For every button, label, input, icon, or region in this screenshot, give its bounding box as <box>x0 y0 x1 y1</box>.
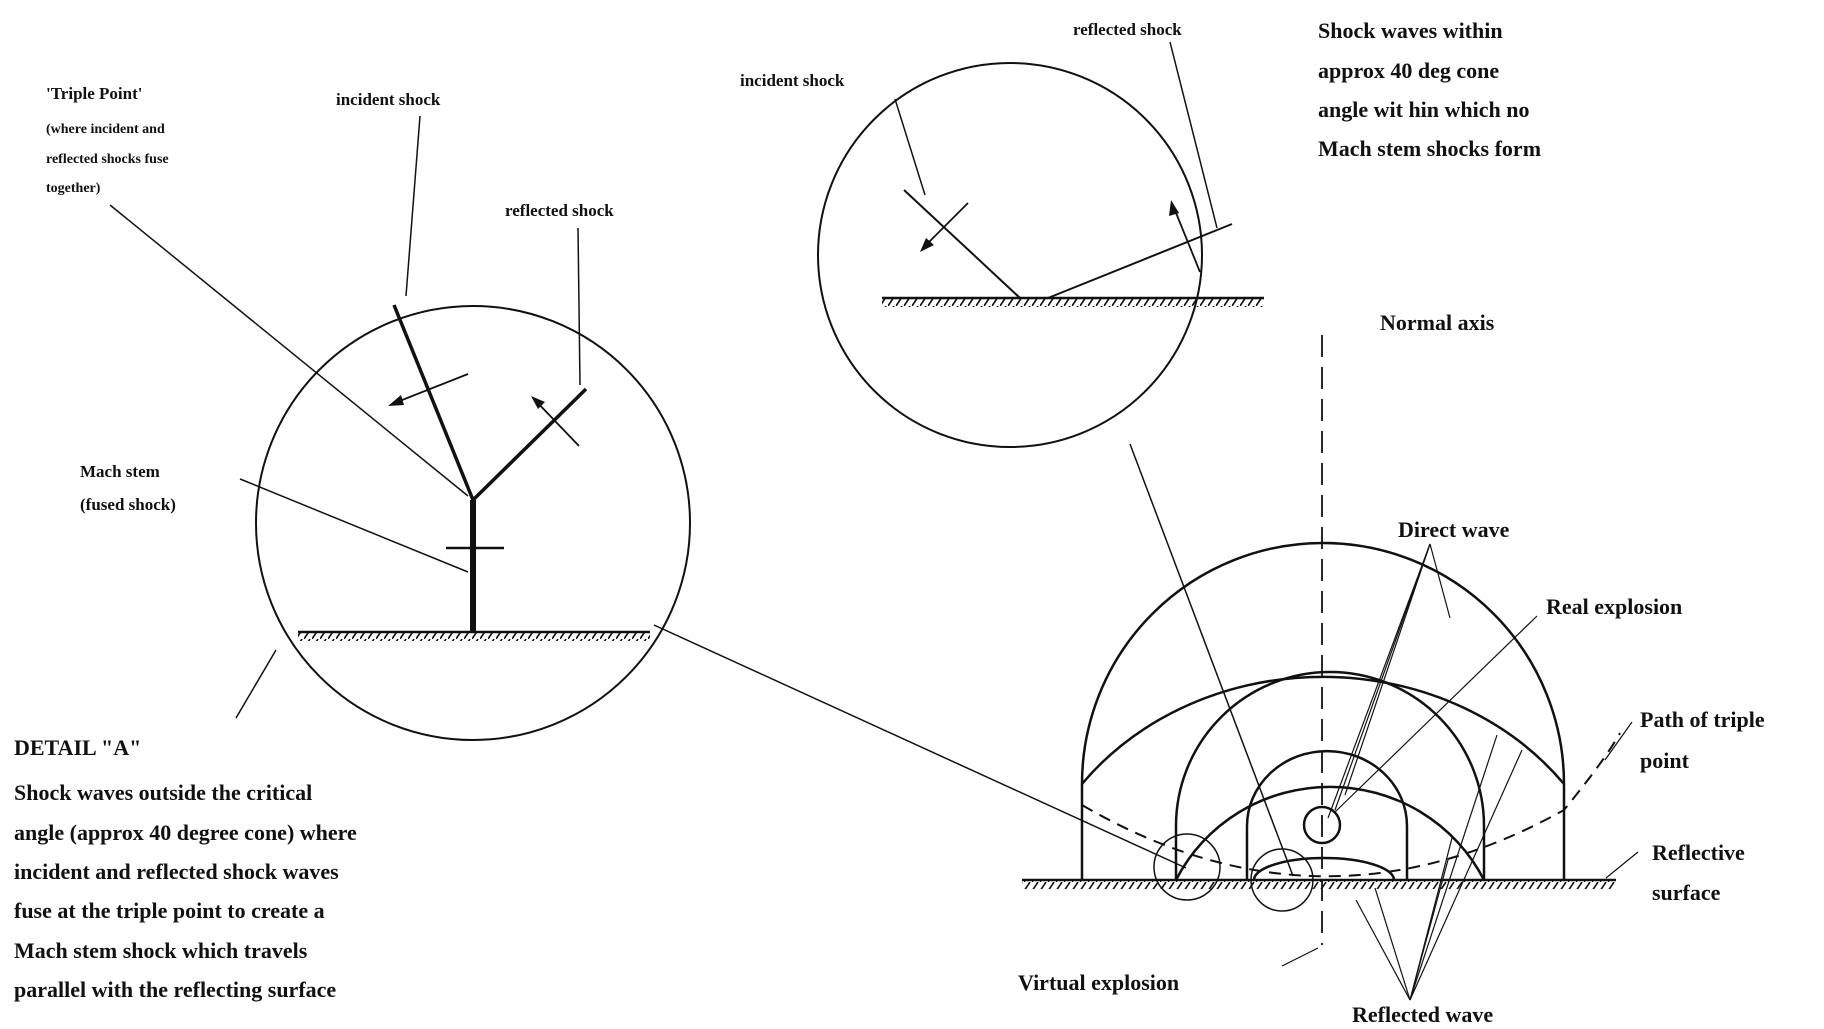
reflective-surface-hatch <box>1022 880 1616 889</box>
detail-a-text-3: incident and reflected shock waves <box>14 859 339 884</box>
reflected-wave-middle <box>1174 785 1486 881</box>
direct-wave-outer <box>1080 541 1566 880</box>
incident-shock-line <box>392 304 475 501</box>
leader-direct-wave-3 <box>1327 543 1431 819</box>
direct-wave-inner <box>1245 749 1409 880</box>
leader-mach-stem <box>239 478 469 573</box>
detail-a-text-2: angle (approx 40 degree cone) where <box>14 820 357 845</box>
detail-b-reflected-shock <box>1047 223 1233 299</box>
leader-direct-wave-apex <box>1429 543 1451 619</box>
incident-direction-arrow <box>391 373 469 405</box>
incident-arrowhead <box>388 395 404 406</box>
reflected-shock-line <box>471 387 588 502</box>
leader-real-explosion <box>1334 615 1538 813</box>
leader-direct-wave-1 <box>1344 543 1431 796</box>
detail-a-group: 'Triple Point' (where incident and refle… <box>14 84 1187 1002</box>
detail-b-reflected-arrowhead <box>1169 200 1179 216</box>
detail-b-incident-arrow <box>922 202 969 249</box>
incident-shock-label-b: incident shock <box>740 71 845 90</box>
leader-triple-path <box>1604 721 1633 761</box>
detail-b-incident-shock <box>903 189 1021 299</box>
leader-direct-wave-2 <box>1334 543 1431 811</box>
real-explosion-label: Real explosion <box>1546 594 1682 619</box>
reflected-shock-label-b: reflected shock <box>1073 20 1182 39</box>
detail-b-circle <box>817 62 1203 448</box>
leader-detail-a-to-main <box>653 624 1187 869</box>
fused-shock-label: (fused shock) <box>80 495 176 514</box>
leader-detail-b-to-main <box>1129 443 1294 877</box>
leader-reflected-wave-2 <box>1374 887 1411 1001</box>
leader-reflected-wave-6 <box>1409 749 1523 1001</box>
detail-a-ground-hatch <box>298 632 650 641</box>
leader-b-reflected <box>1169 41 1218 229</box>
triple-point-note-3: together) <box>46 181 101 196</box>
main-blast-group: Normal axis Direct wave Real explosion P… <box>1018 310 1765 1027</box>
real-explosion-point <box>1302 805 1342 845</box>
direct-wave-label: Direct wave <box>1398 517 1510 542</box>
detail-a-text-5: Mach stem shock which travels <box>14 938 308 963</box>
detail-b-text-1: Shock waves within <box>1318 18 1503 43</box>
reflected-shock-label-a: reflected shock <box>505 201 614 220</box>
path-triple-point-label-1: Path of triple <box>1640 707 1765 732</box>
detail-b-group: incident shock reflected shock Shock wav… <box>740 18 1541 877</box>
detail-a-text-6: parallel with the reflecting surface <box>14 977 336 1002</box>
virtual-explosion-label: Virtual explosion <box>1018 970 1179 995</box>
direct-wave-middle <box>1174 670 1486 880</box>
detail-a-text-1: Shock waves outside the critical <box>14 780 312 805</box>
reflected-wave-inner <box>1252 856 1396 881</box>
leader-reflected-wave-1 <box>1355 899 1411 1001</box>
normal-axis-label: Normal axis <box>1380 310 1495 335</box>
detail-b-text-4: Mach stem shocks form <box>1318 136 1541 161</box>
path-triple-point-label-2: point <box>1640 748 1690 773</box>
detail-b-reflected-arrow <box>1171 202 1201 273</box>
leader-reflective-surface <box>1605 851 1639 879</box>
leader-virtual-explosion <box>1281 947 1319 967</box>
reflective-surface-label-1: Reflective <box>1652 840 1745 865</box>
triple-point-label: 'Triple Point' <box>46 84 143 103</box>
leader-reflected-wave-5 <box>1409 734 1498 1001</box>
reflected-arrowhead <box>531 396 545 409</box>
leader-incident-shock <box>405 115 421 297</box>
leader-triple-point <box>109 204 469 497</box>
detail-a-title: DETAIL "A" <box>14 735 141 760</box>
reflected-wave-label: Reflected wave <box>1352 1002 1493 1027</box>
leader-reflected-wave-4 <box>1409 837 1453 1001</box>
leader-detail-a <box>235 649 277 719</box>
reflective-surface-label-2: surface <box>1652 880 1721 905</box>
detail-a-circle <box>255 305 691 741</box>
detail-b-text-3: angle wit hin which no <box>1318 97 1530 122</box>
mach-stem-label: Mach stem <box>80 462 160 481</box>
incident-shock-label-a: incident shock <box>336 90 441 109</box>
detail-a-text-4: fuse at the triple point to create a <box>14 898 325 923</box>
detail-b-ground-hatch <box>882 298 1264 307</box>
triple-point-note-1: (where incident and <box>46 122 165 137</box>
detail-a-locator-circle <box>1153 833 1221 901</box>
leader-b-incident <box>894 98 926 196</box>
detail-b-locator-circle <box>1250 848 1314 912</box>
reflected-wave-outer <box>1081 675 1565 785</box>
detail-b-text-2: approx 40 deg cone <box>1318 58 1499 83</box>
leader-reflected-shock <box>577 227 581 386</box>
detail-b-incident-arrowhead <box>920 238 934 252</box>
triple-point-note-2: reflected shocks fuse <box>46 152 169 167</box>
